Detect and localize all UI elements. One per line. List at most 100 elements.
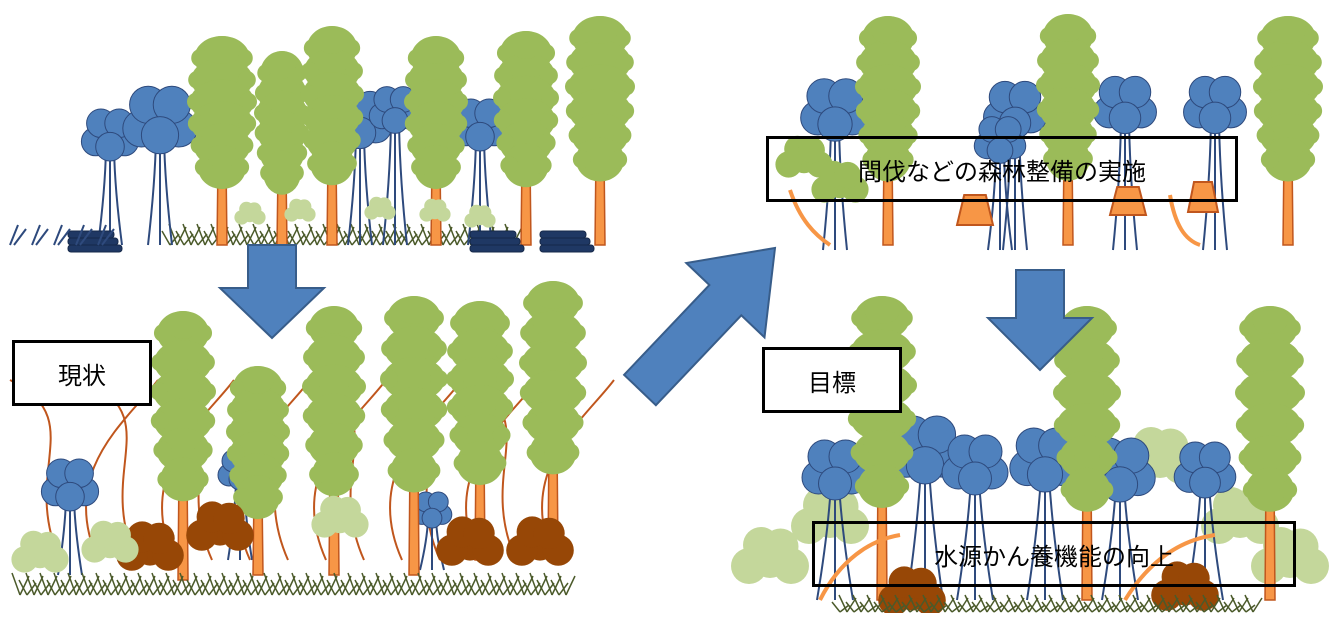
grass-blade [144,579,154,596]
tree-crown-puff [1056,448,1075,467]
grass-blade [1076,594,1086,613]
tree-crown-puff [902,101,921,120]
grass [831,594,1263,613]
tree-crown-puff [609,150,628,169]
tree-crown-puff [271,444,290,463]
grass-blade [74,579,84,596]
conifer-tree [187,36,257,246]
shrub-puff [334,496,361,524]
grass-blade [1097,601,1107,613]
grass-blade [1252,597,1263,613]
tree-crown-puff [1102,383,1121,402]
grass-blade [189,230,199,246]
tree-crown-puff [1239,338,1301,383]
grass-blade [1167,601,1177,613]
tree-crown-puff [1238,403,1302,448]
tree-crown-puff [1283,448,1302,467]
sapling-stem [31,224,49,246]
broadleaf-crown-puff [958,461,992,496]
tree-crown-puff [503,143,549,188]
grass-blade [1230,594,1240,613]
tree-crown-puff [1063,467,1111,512]
tree-crown-puff [301,62,320,81]
shrub-puff [905,567,937,599]
conifer-tree [1036,14,1100,246]
grass-blade [1181,601,1191,613]
tree-crown-top [268,51,296,79]
tree-crown-puff [1060,480,1079,499]
tree-crown-puff [1101,351,1120,370]
grass-blade [965,604,976,613]
conifer-tree [300,26,364,246]
grass-blade [452,579,462,596]
broadleaf-crown-puff [1189,466,1221,499]
pale-shrub [81,520,139,563]
tree-crown-puff [1102,416,1121,435]
grass-blade [228,579,238,596]
grass-blade [1083,601,1093,613]
grass-blade [60,579,70,596]
tree-crown-puff [1260,150,1279,169]
arrows-layer [217,244,1095,407]
grass-blade [186,579,196,596]
grass-blade [1147,604,1158,613]
grass-blade [413,230,423,246]
grass-blade [1112,597,1123,613]
tree-crown-top [166,311,200,339]
grass-blade [1196,597,1207,613]
grass-blade [1245,604,1256,613]
tree-crown-puff [342,131,361,150]
grass-blade [992,594,1002,613]
pale-shrub [464,204,496,228]
tree-crown-puff [303,131,322,150]
grass-blade [1090,594,1100,613]
tree-crown-top [396,296,432,324]
tree-crown-puff [447,342,466,361]
grass-blade [1238,597,1249,613]
grass-blade [1161,604,1172,613]
grass-blade [252,223,262,246]
tree-crown-puff [1235,383,1254,402]
grass-blade [1188,594,1198,613]
grass-blade [986,597,997,613]
grass-blade [909,604,920,613]
tree-crown-puff [264,488,283,507]
tree-crown-puff [561,443,580,462]
conifer-tree [150,311,216,581]
grass-blade [838,594,848,613]
conifer-tree [565,16,635,246]
grass-blade [445,572,455,596]
tree-crown-puff [446,136,465,155]
tree-crown-puff [449,92,468,111]
grass-blade [1174,594,1184,613]
shrub-puff [1282,528,1319,565]
tree-crown-top [315,26,349,54]
grass-blade [873,601,883,613]
tree-crown-puff [384,326,444,371]
tree-crown-puff [309,465,328,484]
tree-crown-puff [494,342,513,361]
broadleaf-crown-puff [1198,101,1232,135]
sapling-stem [75,224,93,246]
tree-crown-puff [308,423,360,468]
grass-blade [853,604,864,613]
broadleaf-crown-puff [817,106,853,142]
tree-crown-puff [268,466,287,485]
grass-blade [196,223,206,246]
conifer-tree [404,36,468,246]
grass-blade [88,579,98,596]
tree-crown-puff [902,77,921,96]
tree-crown-puff [1053,416,1072,435]
tree-crown-puff [856,53,875,72]
grass-blade [287,230,297,246]
grass-blade [929,601,939,613]
tree-crown-puff [197,382,216,401]
tree-crown-puff [383,387,445,432]
grass-blade [308,223,318,246]
tree-crown-puff [347,406,366,425]
grass-blade [557,572,567,596]
tree-crown-puff [897,342,916,361]
grass-blade [1224,597,1235,613]
tree-crown-puff [1286,416,1305,435]
tree-crown-puff [233,488,252,507]
